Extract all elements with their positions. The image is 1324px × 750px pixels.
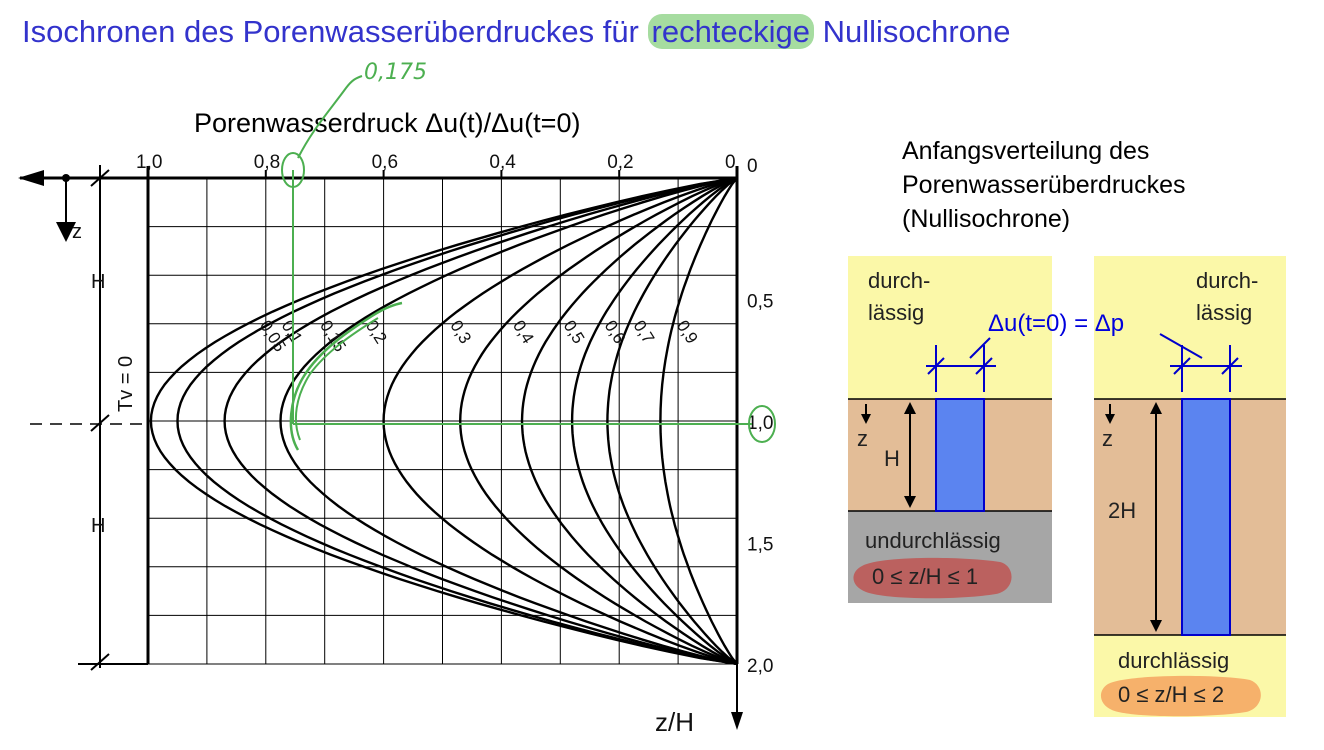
- delta-label: Δu(t=0) = Δp: [988, 310, 1124, 337]
- isochrone-label: 0,5: [560, 317, 589, 347]
- left-top-line2: lässig: [868, 300, 924, 325]
- isochrone-label: 0,4: [509, 317, 538, 347]
- annotation-leader: [297, 75, 363, 159]
- right-pressure-block: [1181, 398, 1231, 636]
- isochrone-curves: [149, 176, 738, 666]
- left-dim-tick-2: [975, 357, 993, 375]
- isochrone-label: 0,2: [362, 317, 391, 347]
- right-height-arrow-up-icon: [1150, 402, 1162, 414]
- left-leader-line: [969, 337, 991, 359]
- chart-title: Porenwasserdruck Δu(t)/Δu(t=0): [194, 108, 581, 138]
- isochrone-0.7: [606, 177, 738, 665]
- left-top-line1: durch-: [868, 268, 930, 293]
- y-tick-label: 2,0: [747, 656, 773, 677]
- title-highlight: rechteckige: [647, 14, 815, 49]
- left-arrow-icon: [18, 170, 44, 186]
- y-tick-labels: 0 0,5 1,0 1,5 2,0: [747, 156, 773, 677]
- isochrone-label: 0,6: [601, 317, 630, 347]
- isochrone-0.6: [570, 176, 738, 666]
- left-z-arrow-icon: [861, 414, 871, 424]
- handwritten-annotation: 0,175: [281, 60, 776, 451]
- initial-title-line1: Anfangsverteilung des: [902, 137, 1150, 165]
- left-height-arrow-down-icon: [904, 496, 916, 508]
- isochrone-label: 0,3: [446, 317, 475, 347]
- initial-title-line3: (Nullisochrone): [902, 205, 1071, 233]
- y-tick-label: 0,5: [747, 292, 773, 313]
- dim-tick-mid: [90, 414, 110, 432]
- isochrone-0.5: [520, 176, 738, 666]
- right-dim-tick-2: [1221, 357, 1239, 375]
- left-bottom-label: undurchlässig: [865, 528, 1001, 553]
- isochrone-0.3: [382, 176, 738, 666]
- left-range-label: 0 ≤ z/H ≤ 1: [872, 564, 978, 589]
- isochrone-0.05: [149, 176, 738, 666]
- x-tick-label: 0: [725, 152, 736, 173]
- right-range-label: 0 ≤ z/H ≤ 2: [1118, 682, 1224, 707]
- title-post: Nullisochrone: [814, 14, 1011, 49]
- tv-label: Tv = 0: [115, 356, 137, 412]
- chart-frame: [146, 166, 739, 664]
- right-bottom-label: durchlässig: [1118, 648, 1229, 673]
- isochrone-label: 0,7: [630, 317, 659, 347]
- annotation-value: 0,175: [364, 60, 427, 85]
- left-axis-markings: z H H Tv = 0: [18, 165, 148, 671]
- isochrone-0.15: [223, 176, 738, 666]
- x-tick-label: 0,4: [489, 152, 516, 173]
- annotation-circle-top: [281, 152, 305, 188]
- annotation-circle-right: [748, 405, 776, 443]
- initial-title-line2: Porenwasserüberdruckes: [902, 171, 1186, 199]
- x-tick-label: 1,0: [136, 152, 162, 173]
- z-axis: z/H: [655, 664, 743, 737]
- left-range-marker: [853, 557, 1012, 599]
- title-pre: Isochronen des Porenwasserüberdruckes fü…: [22, 14, 648, 49]
- left-pressure-block: [935, 398, 985, 512]
- right-range-marker: [1100, 675, 1261, 717]
- right-z-arrow-icon: [1105, 414, 1115, 424]
- right-height-label: 2H: [1108, 498, 1136, 523]
- z-axis-arrow-icon: [731, 712, 743, 730]
- left-z-label: z: [857, 426, 868, 451]
- annotation-scribble-2: [294, 317, 379, 441]
- chart-grid: [147, 177, 738, 665]
- x-tick-labels: 1,0 0,8 0,6 0,4 0,2 0: [136, 152, 736, 173]
- left-case-diagram: durch- lässig z H undurchlässig 0 ≤ z/H …: [848, 256, 1052, 603]
- x-tick-label: 0,2: [607, 152, 633, 173]
- left-dim-tick-1: [927, 357, 945, 375]
- z-axis-label: z/H: [655, 707, 694, 737]
- z-symbol: z: [72, 221, 82, 243]
- left-permeable-layer: [848, 256, 1052, 399]
- dim-tick-top: [90, 169, 110, 187]
- h-lower-label: H: [91, 515, 105, 537]
- isochrone-0.1: [176, 176, 738, 666]
- left-height-label: H: [884, 446, 900, 471]
- isochrone-0.4: [458, 176, 738, 666]
- y-tick-label: 1,5: [747, 535, 773, 556]
- isochrone-label: 0,9: [673, 317, 702, 347]
- slide-title: Isochronen des Porenwasserüberdruckes fü…: [22, 14, 1010, 50]
- right-leader-line: [1159, 333, 1203, 359]
- right-permeable-top: [1094, 256, 1286, 399]
- right-case-diagram: durch- lässig z 2H durchlässig 0 ≤ z/H ≤…: [1094, 256, 1286, 717]
- right-top-line1: durch-: [1196, 268, 1258, 293]
- left-height-arrow-up-icon: [904, 402, 916, 414]
- right-top-line2: lässig: [1196, 300, 1252, 325]
- right-height-arrow-down-icon: [1150, 620, 1162, 632]
- x-tick-label: 0,6: [372, 152, 398, 173]
- dim-tick-bottom: [90, 653, 110, 671]
- isochrone-0.2: [279, 176, 738, 666]
- y-tick-label: 1,0: [747, 413, 773, 434]
- initial-distribution-title: Anfangsverteilung des Porenwasserüberdru…: [902, 134, 1185, 236]
- h-upper-label: H: [91, 271, 105, 293]
- right-dim-tick-1: [1173, 357, 1191, 375]
- x-tick-label: 0,8: [254, 152, 280, 173]
- annotation-scribble: [289, 301, 403, 451]
- y-tick-label: 0: [747, 156, 758, 177]
- isochrone-0.9: [659, 177, 738, 665]
- right-z-label: z: [1102, 426, 1113, 451]
